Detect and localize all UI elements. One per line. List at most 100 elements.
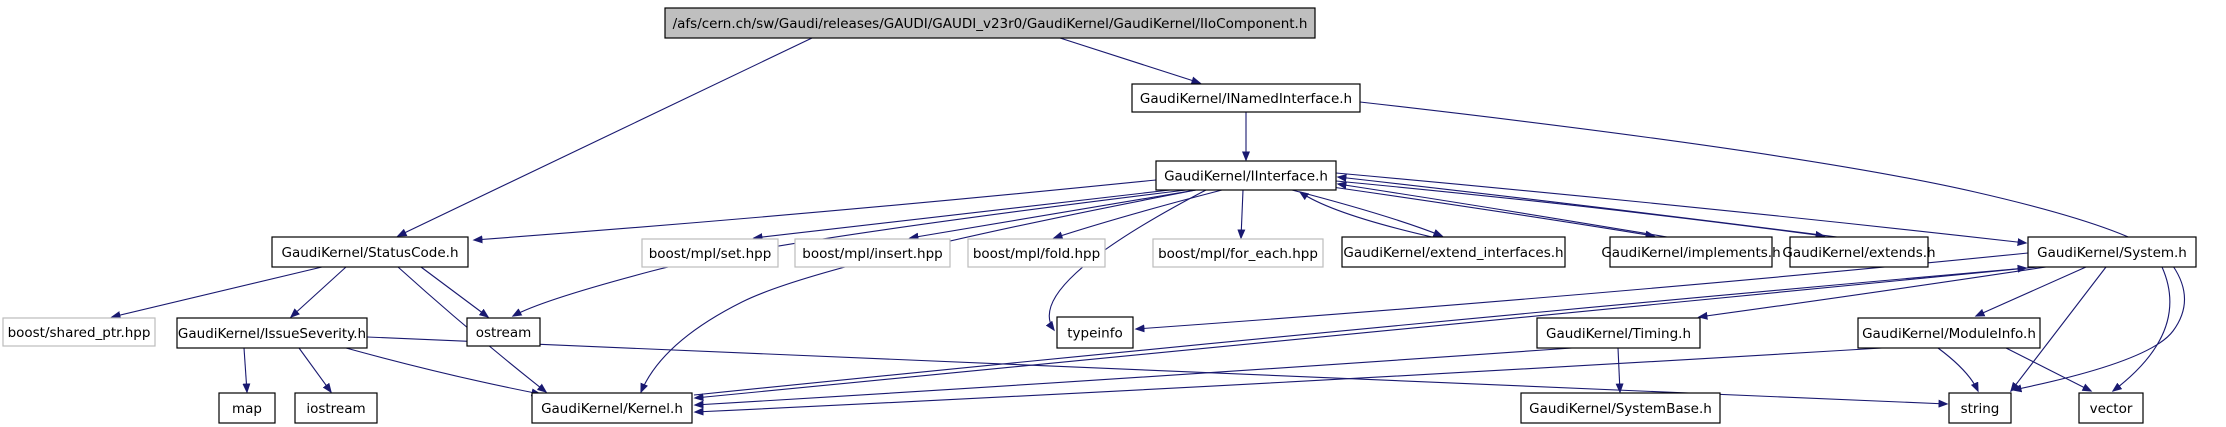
node-label-extends: GaudiKernel/extends.h: [1782, 245, 1935, 261]
node-string[interactable]: string: [1948, 392, 2012, 424]
node-label-timing: GaudiKernel/Timing.h: [1546, 326, 1691, 342]
node-label-implements: GaudiKernel/implements.h: [1601, 245, 1780, 261]
node-box-system[interactable]: [2027, 236, 2197, 268]
node-label-vector: vector: [2090, 401, 2133, 417]
node-mplset: boost/mpl/set.hpp: [641, 238, 779, 268]
edge-statuscode-to-sharedptr: [110, 266, 323, 319]
node-iostream[interactable]: iostream: [294, 392, 378, 424]
node-box-systembase[interactable]: [1520, 392, 1721, 424]
edge-system-to-vector: [2111, 266, 2171, 392]
edge-system-to-kernel: [693, 266, 2039, 402]
node-box-extint[interactable]: [1341, 236, 1566, 268]
node-box-statuscode[interactable]: [271, 236, 469, 268]
node-ostream[interactable]: ostream: [466, 317, 541, 347]
edge-system-to-string: [2010, 266, 2107, 393]
edge-extends-to-iinterface: [1336, 173, 1838, 238]
node-box-string[interactable]: [1948, 392, 2012, 424]
node-issuesev[interactable]: GaudiKernel/IssueSeverity.h: [176, 317, 368, 349]
node-box-mplfold: [967, 238, 1106, 268]
edge-iinterface-to-mplset: [752, 189, 1171, 242]
node-system[interactable]: GaudiKernel/System.h: [2027, 236, 2197, 268]
edge-issuesev-to-kernel: [345, 347, 542, 397]
edge-iinterface-to-mplinsert: [908, 189, 1197, 241]
node-label-extint: GaudiKernel/extend_interfaces.h: [1343, 245, 1563, 261]
edge-root-to-inamed: [1059, 37, 1202, 85]
edge-statuscode-to-issuesev: [289, 266, 347, 319]
node-box-root: [664, 7, 1316, 39]
edge-moduleinfo-to-kernel: [693, 347, 1883, 416]
node-label-ostream: ostream: [476, 325, 532, 341]
edge-iinterface-to-mplfold: [1052, 189, 1223, 240]
node-box-mplforeach: [1152, 238, 1324, 268]
edge-issuesev-to-iostream: [298, 347, 332, 394]
node-label-statuscode: GaudiKernel/StatusCode.h: [282, 245, 459, 261]
edge-moduleinfo-to-string: [1937, 347, 1979, 393]
node-label-mplforeach: boost/mpl/for_each.hpp: [1158, 246, 1318, 262]
edge-kernel-to-system: [693, 264, 2028, 396]
node-label-string: string: [1961, 401, 2000, 417]
edge-iinterface-to-extint: [1291, 189, 1444, 237]
edge-issuesev-to-map: [242, 347, 251, 394]
node-box-ostream[interactable]: [466, 317, 541, 347]
node-box-kernel[interactable]: [531, 392, 693, 424]
node-root: /afs/cern.ch/sw/Gaudi/releases/GAUDI/GAU…: [664, 7, 1316, 39]
node-statuscode[interactable]: GaudiKernel/StatusCode.h: [271, 236, 469, 268]
node-box-timing[interactable]: [1536, 317, 1701, 349]
node-label-system: GaudiKernel/System.h: [2037, 245, 2187, 261]
node-label-systembase: GaudiKernel/SystemBase.h: [1529, 401, 1712, 417]
edge-iinterface-to-system: [1335, 172, 2028, 247]
node-label-root: /afs/cern.ch/sw/Gaudi/releases/GAUDI/GAU…: [673, 16, 1308, 32]
node-label-moduleinfo: GaudiKernel/ModuleInfo.h: [1862, 326, 2036, 342]
node-inamed[interactable]: GaudiKernel/INamedInterface.h: [1131, 83, 1361, 113]
edge-timing-to-systembase: [1615, 347, 1624, 394]
edge-extint-to-iinterface: [1298, 191, 1433, 238]
node-box-iinterface[interactable]: [1155, 160, 1337, 191]
edge-iinterface-to-mplforeach: [1237, 189, 1246, 240]
node-box-inamed[interactable]: [1131, 83, 1361, 113]
node-box-map[interactable]: [218, 392, 276, 424]
nodes-layer: /afs/cern.ch/sw/Gaudi/releases/GAUDI/GAU…: [2, 7, 2197, 424]
node-label-iostream: iostream: [306, 401, 365, 417]
edge-iinterface-to-extends: [1335, 180, 1826, 239]
node-box-mplset: [641, 238, 779, 268]
node-mplinsert: boost/mpl/insert.hpp: [794, 238, 951, 268]
node-box-extends[interactable]: [1789, 236, 1929, 268]
edge-timing-to-kernel: [693, 347, 1573, 409]
node-box-mplinsert: [794, 238, 951, 268]
node-label-mplset: boost/mpl/set.hpp: [649, 246, 772, 262]
edge-system-to-timing: [1697, 266, 2047, 320]
node-map[interactable]: map: [218, 392, 276, 424]
node-box-sharedptr: [2, 317, 156, 347]
node-box-vector[interactable]: [2078, 392, 2144, 424]
node-kernel[interactable]: GaudiKernel/Kernel.h: [531, 392, 693, 424]
node-extends[interactable]: GaudiKernel/extends.h: [1782, 236, 1936, 268]
edge-iinterface-to-implements: [1331, 186, 1656, 239]
node-label-typeinfo: typeinfo: [1067, 326, 1122, 342]
node-timing[interactable]: GaudiKernel/Timing.h: [1536, 317, 1701, 349]
node-label-map: map: [232, 401, 262, 417]
edge-implements-to-iinterface: [1336, 181, 1668, 238]
edge-root-to-statuscode: [396, 37, 813, 237]
node-label-sharedptr: boost/shared_ptr.hpp: [8, 325, 151, 341]
node-label-issuesev: GaudiKernel/IssueSeverity.h: [178, 326, 366, 342]
edge-iinterface-to-typeinfo: [1045, 189, 1207, 332]
node-typeinfo[interactable]: typeinfo: [1056, 316, 1134, 349]
node-box-implements[interactable]: [1609, 236, 1773, 268]
node-box-typeinfo[interactable]: [1056, 316, 1134, 349]
node-systembase[interactable]: GaudiKernel/SystemBase.h: [1520, 392, 1721, 424]
node-vector[interactable]: vector: [2078, 392, 2144, 424]
node-box-moduleinfo[interactable]: [1857, 317, 2041, 349]
node-box-issuesev[interactable]: [176, 317, 368, 349]
node-mplforeach: boost/mpl/for_each.hpp: [1152, 238, 1324, 268]
node-implements[interactable]: GaudiKernel/implements.h: [1601, 236, 1781, 268]
node-label-mplfold: boost/mpl/fold.hpp: [973, 246, 1100, 262]
edge-issuesev-to-string: [366, 336, 1949, 408]
node-label-mplinsert: boost/mpl/insert.hpp: [802, 246, 942, 262]
node-box-iostream[interactable]: [294, 392, 378, 424]
node-moduleinfo[interactable]: GaudiKernel/ModuleInfo.h: [1857, 317, 2041, 349]
node-label-iinterface: GaudiKernel/IInterface.h: [1164, 169, 1328, 185]
node-iinterface[interactable]: GaudiKernel/IInterface.h: [1155, 160, 1337, 191]
node-extint[interactable]: GaudiKernel/extend_interfaces.h: [1341, 236, 1566, 268]
